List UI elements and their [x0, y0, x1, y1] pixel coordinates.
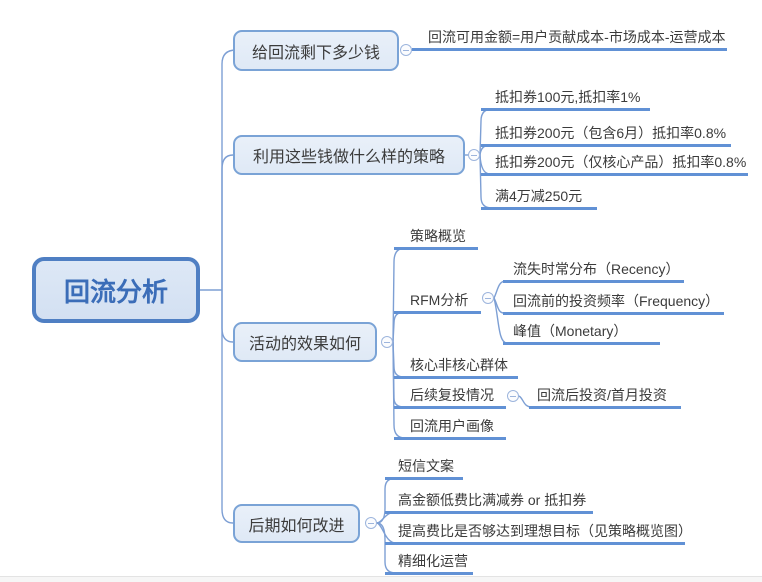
leaf-topic[interactable]: RFM分析: [394, 290, 481, 314]
leaf-topic-label: 回流后投资/首月投资: [537, 387, 667, 403]
root-topic-label: 回流分析: [63, 276, 168, 307]
leaf-topic[interactable]: 满4万减250元: [481, 186, 597, 210]
leaf-topic-label: 策略概览: [410, 228, 466, 244]
root-topic[interactable]: 回流分析: [32, 257, 200, 323]
branch-topic-label: 给回流剩下多少钱: [251, 44, 380, 62]
collapse-icon[interactable]: [365, 517, 377, 529]
collapse-icon[interactable]: [400, 44, 412, 56]
leaf-topic[interactable]: 回流后投资/首月投资: [529, 385, 681, 409]
branch-topic-strategy[interactable]: 利用这些钱做什么样的策略: [233, 135, 465, 175]
collapse-icon[interactable]: [381, 336, 393, 348]
leaf-topic-label: 抵扣券100元,抵扣率1%: [495, 89, 641, 105]
branch-topic-label: 后期如何改进: [248, 517, 345, 535]
leaf-topic[interactable]: 峰值（Monetary）: [503, 321, 660, 345]
leaf-topic-label: 回流用户画像: [410, 418, 494, 434]
leaf-topic-label: 峰值（Monetary）: [513, 323, 628, 339]
leaf-topic[interactable]: 流失时常分布（Recency）: [503, 259, 684, 283]
leaf-topic-label: 抵扣券200元（包含6月）抵扣率0.8%: [495, 125, 727, 141]
branch-topic-label: 活动的效果如何: [248, 336, 361, 353]
collapse-icon[interactable]: [482, 292, 494, 304]
leaf-topic[interactable]: 短信文案: [385, 456, 463, 480]
leaf-topic[interactable]: 核心非核心群体: [394, 355, 518, 379]
leaf-topic-label: 短信文案: [398, 458, 454, 474]
leaf-topic[interactable]: 策略概览: [394, 226, 478, 250]
branch-topic-improve[interactable]: 后期如何改进: [233, 504, 360, 543]
leaf-topic[interactable]: 抵扣券100元,抵扣率1%: [481, 87, 650, 111]
leaf-topic-label: 回流可用金额=用户贡献成本-市场成本-运营成本: [428, 29, 726, 45]
leaf-topic-label: 后续复投情况: [410, 387, 494, 403]
leaf-topic-label: 满4万减250元: [495, 188, 583, 204]
leaf-topic[interactable]: 回流用户画像: [394, 416, 506, 440]
leaf-topic-label: 提高费比是否够达到理想目标（见策略概览图）: [398, 523, 692, 539]
leaf-topic-label: 核心非核心群体: [410, 357, 508, 373]
branch-topic-label: 利用这些钱做什么样的策略: [252, 149, 445, 166]
leaf-topic-label: 精细化运营: [398, 553, 468, 569]
collapse-icon[interactable]: [507, 390, 519, 402]
branch-topic-how-much-money[interactable]: 给回流剩下多少钱: [233, 30, 399, 71]
leaf-topic[interactable]: 回流前的投资频率（Frequency）: [503, 291, 724, 315]
leaf-topic[interactable]: 提高费比是否够达到理想目标（见策略概览图）: [385, 521, 692, 545]
collapse-icon[interactable]: [468, 149, 480, 161]
branch-topic-effect[interactable]: 活动的效果如何: [233, 322, 377, 362]
leaf-topic[interactable]: 后续复投情况: [394, 385, 506, 409]
leaf-topic-label: RFM分析: [410, 292, 469, 308]
leaf-topic[interactable]: 抵扣券200元（包含6月）抵扣率0.8%: [481, 123, 731, 147]
leaf-topic[interactable]: 回流可用金额=用户贡献成本-市场成本-运营成本: [412, 27, 727, 51]
leaf-topic[interactable]: 精细化运营: [385, 551, 473, 575]
leaf-topic-label: 抵扣券200元（仅核心产品）抵扣率0.8%: [495, 154, 747, 170]
leaf-topic-label: 回流前的投资频率（Frequency）: [513, 293, 720, 309]
leaf-topic-label: 高金额低费比满减券 or 抵扣券: [398, 492, 587, 508]
canvas-bottom-edge: [0, 576, 762, 582]
leaf-topic[interactable]: 高金额低费比满减券 or 抵扣券: [385, 490, 593, 514]
leaf-topic[interactable]: 抵扣券200元（仅核心产品）抵扣率0.8%: [481, 152, 748, 176]
leaf-topic-label: 流失时常分布（Recency）: [513, 261, 680, 277]
